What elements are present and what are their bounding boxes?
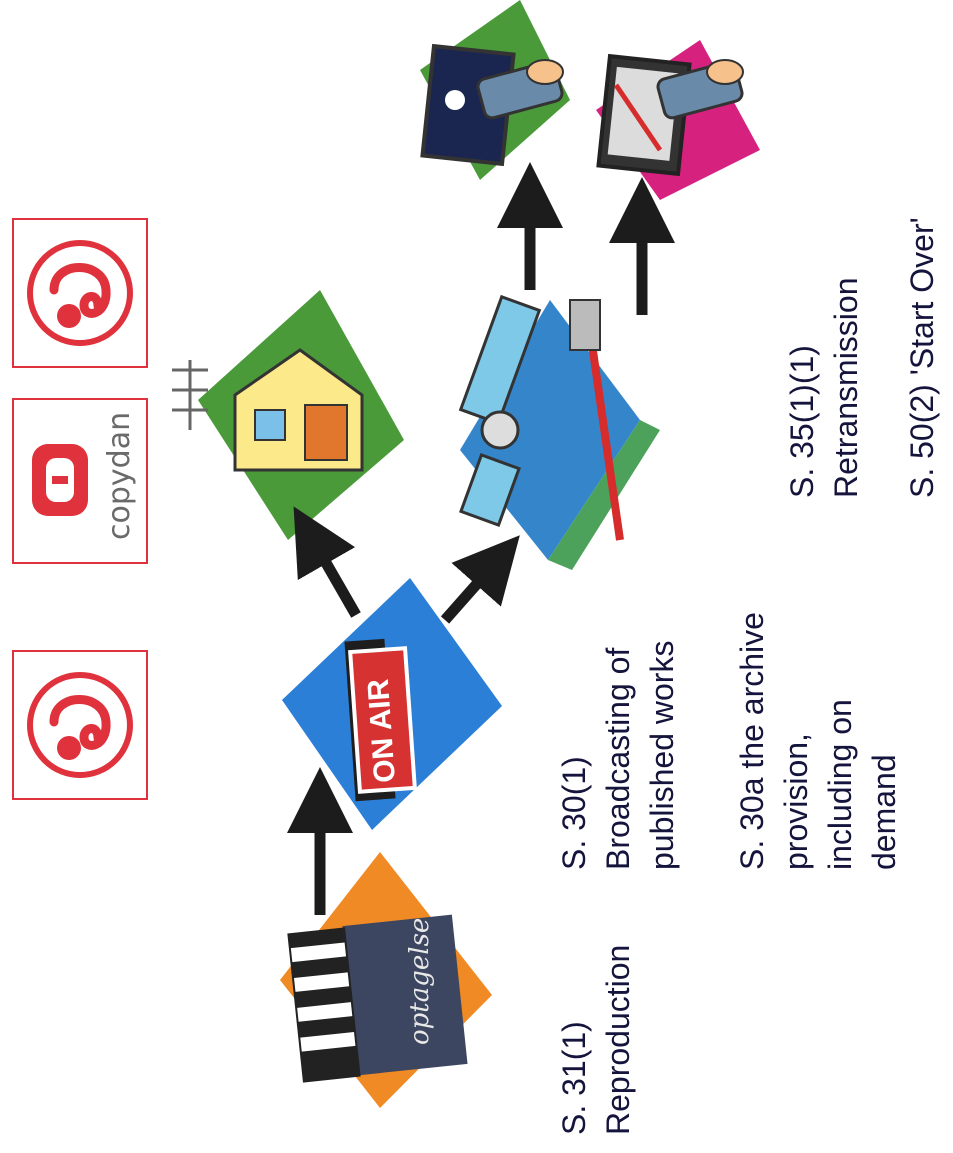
caption-s30: S. 30(1) Broadcasting of published works	[556, 640, 680, 870]
caption-s50: S. 50(2) 'Start Over'	[904, 217, 940, 498]
caption-s30a: S. 30a the archive provision, including …	[734, 612, 902, 870]
on-air-label: ON AIR	[362, 678, 402, 784]
clapper-text: optagelse	[405, 918, 435, 1045]
clapperboard-icon	[280, 852, 492, 1108]
caption-s35: S. 35(1)(1) Retransmission	[784, 277, 864, 498]
arrow-onair-to-house	[293, 506, 361, 618]
satellite-cable-icon	[458, 294, 660, 570]
tv-remote-startover-icon	[596, 40, 760, 200]
house-antenna-icon	[172, 290, 404, 540]
tv-remote-satellite-icon	[420, 0, 570, 180]
logo-1	[12, 650, 148, 800]
caption-s31: S. 31(1) Reproduction	[556, 944, 636, 1135]
copydan-logo: copydan	[12, 398, 148, 564]
copydan-mark-icon	[32, 444, 88, 516]
swirl-logo-icon	[27, 240, 133, 346]
swirl-logo-icon	[27, 672, 133, 778]
arrow-onair-to-satellite	[440, 535, 520, 624]
logo-3	[12, 218, 148, 368]
